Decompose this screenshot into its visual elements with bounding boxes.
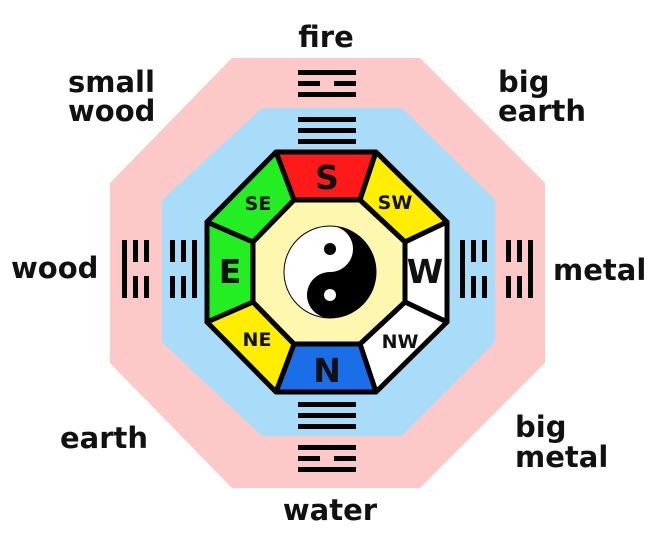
trigram-left-inner [170,240,197,298]
label-small-wood-1: small [68,65,155,99]
label-west: W [407,252,443,291]
label-south: S [315,158,339,197]
label-big-metal-1: big [515,410,566,444]
trigram-fire-outer [298,70,356,97]
label-big-earth-2: earth [498,94,586,128]
label-north: N [313,351,341,390]
trigram-water-outer [298,445,356,472]
label-big-metal-2: metal [515,440,608,474]
label-metal: metal [553,253,646,287]
trigram-right-inner [460,240,487,298]
label-big-earth-1: big [498,65,549,99]
label-small-wood-2: wood [68,94,155,128]
label-southwest: SW [378,192,413,214]
label-northwest: NW [382,331,419,353]
label-fire: fire [298,20,353,54]
trigram-top-inner [298,117,356,144]
trigram-bottom-inner [298,402,356,429]
yin-yang-icon [283,225,377,319]
trigram-metal-outer [506,240,533,298]
label-east: E [219,252,242,291]
trigram-wood-outer [122,240,149,298]
trigrams [122,70,533,472]
label-water: water [283,493,378,527]
label-northeast: NE [243,329,272,351]
label-wood: wood [11,251,98,285]
label-earth: earth [60,421,148,455]
label-southeast: SE [245,193,272,215]
